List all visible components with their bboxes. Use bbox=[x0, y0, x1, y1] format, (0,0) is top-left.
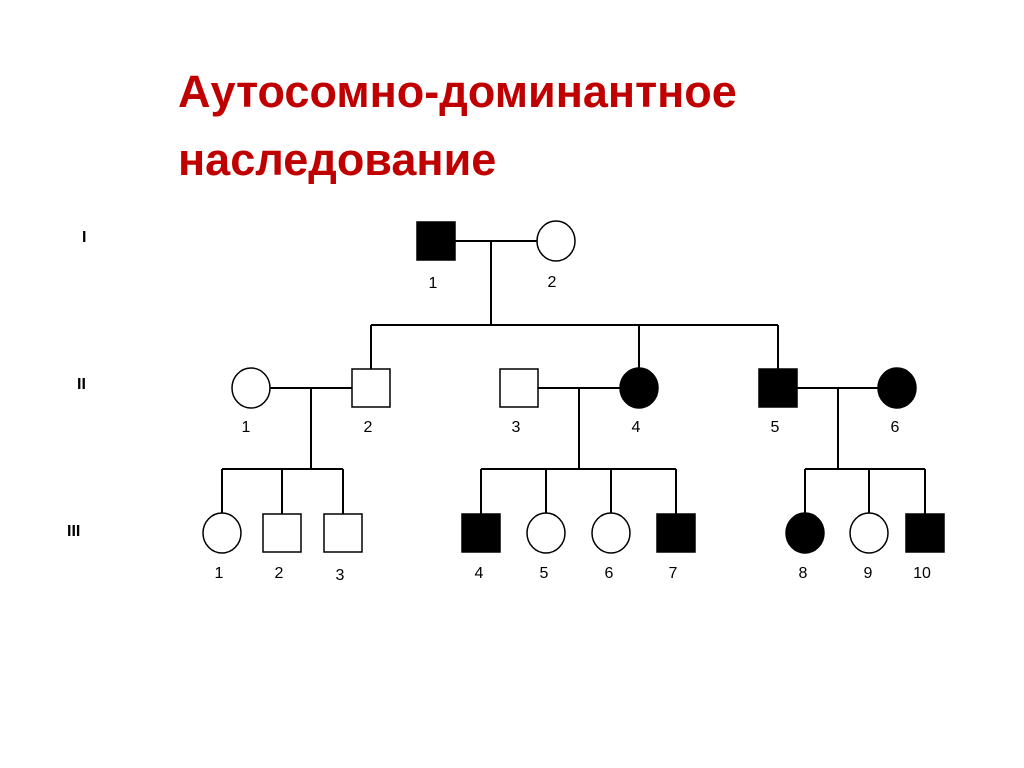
affected-female-circle bbox=[877, 367, 917, 409]
affected-male-square bbox=[461, 513, 501, 553]
individual-number: 1 bbox=[242, 419, 251, 436]
unaffected-female-circle bbox=[591, 512, 631, 554]
affected-female-circle bbox=[619, 367, 659, 409]
individual-number: 10 bbox=[913, 565, 931, 582]
individual-number: 3 bbox=[512, 419, 521, 436]
individual-number: 6 bbox=[605, 565, 614, 582]
generation-label-3: III bbox=[67, 523, 81, 540]
affected-male-square bbox=[416, 221, 456, 261]
unaffected-male-square bbox=[351, 368, 391, 408]
individual-number: 8 bbox=[799, 565, 808, 582]
unaffected-male-square bbox=[323, 513, 363, 553]
unaffected-female-circle bbox=[202, 512, 242, 554]
affected-male-square bbox=[758, 368, 798, 408]
affected-female-circle bbox=[785, 512, 825, 554]
individual-number: 6 bbox=[891, 419, 900, 436]
unaffected-female-circle bbox=[536, 220, 576, 262]
title-line-1: Аутосомно-доминантное bbox=[178, 66, 737, 117]
individual-number: 1 bbox=[429, 275, 438, 292]
individual-number: 2 bbox=[364, 419, 373, 436]
generation-label-2: II bbox=[77, 376, 86, 393]
individual-number: 5 bbox=[540, 565, 549, 582]
individual-number: 2 bbox=[548, 274, 557, 291]
individual-number: 2 bbox=[275, 565, 284, 582]
unaffected-male-square bbox=[262, 513, 302, 553]
affected-male-square bbox=[905, 513, 945, 553]
unaffected-female-circle bbox=[526, 512, 566, 554]
title-line-2: наследование bbox=[178, 134, 497, 185]
individual-number: 4 bbox=[475, 565, 484, 582]
page-title: Аутосомно-доминантное наследование bbox=[178, 58, 737, 194]
individual-number: 4 bbox=[632, 419, 641, 436]
unaffected-female-circle bbox=[849, 512, 889, 554]
unaffected-female-circle bbox=[231, 367, 271, 409]
individual-number: 5 bbox=[771, 419, 780, 436]
individual-number: 1 bbox=[215, 565, 224, 582]
unaffected-male-square bbox=[499, 368, 539, 408]
individual-number: 7 bbox=[669, 565, 678, 582]
affected-male-square bbox=[656, 513, 696, 553]
individual-number: 9 bbox=[864, 565, 873, 582]
generation-label-1: I bbox=[82, 229, 87, 246]
individual-number: 3 bbox=[336, 567, 345, 584]
